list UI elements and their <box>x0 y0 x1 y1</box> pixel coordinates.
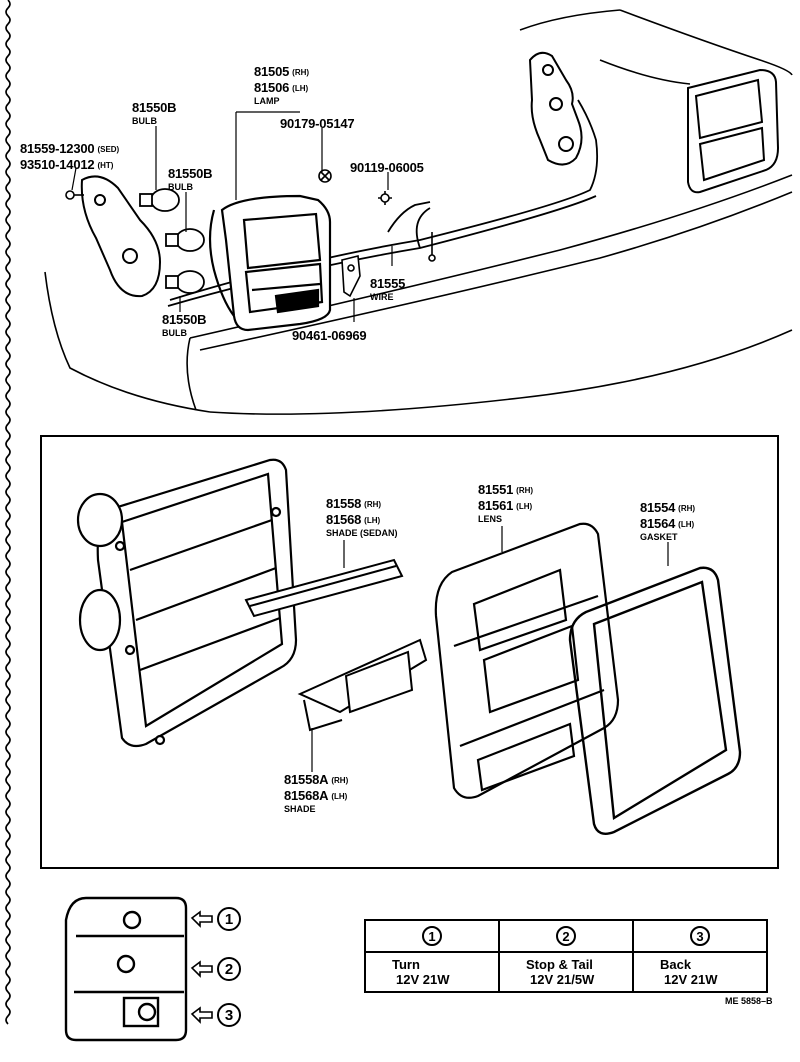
leader-lines-middle <box>311 526 669 772</box>
right-tail-lamp <box>687 68 780 194</box>
spec-wattage: 12V 21/5W <box>530 971 595 987</box>
spec-function: Back <box>660 957 692 972</box>
position-1: 1 <box>217 907 241 931</box>
label-clip-06969: 90461-06969 <box>292 328 367 343</box>
position-2: 2 <box>217 957 241 981</box>
lamp-position-key <box>64 896 188 1042</box>
bulbs <box>139 188 205 294</box>
spec-function: Stop & Tail <box>526 957 593 972</box>
spec-wattage: 12V 21W <box>664 971 718 987</box>
spec-num: 3 <box>690 926 710 946</box>
socket-assembly-left <box>80 175 162 298</box>
socket-assembly-right <box>528 51 583 166</box>
small-parts <box>318 169 436 298</box>
label-lamp: 81505(RH) 81506(LH) LAMP <box>254 64 310 106</box>
vehicle-rear-body <box>44 9 793 415</box>
label-shade-sedan: 81558(RH) 81568(LH) SHADE (SEDAN) <box>326 496 398 538</box>
screw-left <box>65 190 84 200</box>
label-nut-05147: 90179-05147 <box>280 116 355 131</box>
left-wavy-border <box>5 0 11 1025</box>
label-bulb-mid: 81550B BULB <box>168 166 213 192</box>
lens-part <box>434 522 620 799</box>
lamp-unit-81505 <box>208 194 332 332</box>
label-gasket: 81554(RH) 81564(LH) GASKET <box>640 500 696 542</box>
spec-num: 1 <box>422 926 442 946</box>
label-lens: 81551(RH) 81561(LH) LENS <box>478 482 534 524</box>
exploded-view-frame <box>40 435 779 869</box>
shade-part <box>297 638 428 732</box>
label-wire: 81555 WIRE <box>370 276 406 302</box>
gasket-part <box>568 566 742 835</box>
spec-wattage: 12V 21W <box>396 971 450 987</box>
spec-function: Turn <box>392 957 420 972</box>
drawing-code: ME 5858–B <box>725 996 773 1006</box>
spec-num: 2 <box>556 926 576 946</box>
label-shade: 81558A(RH) 81568A(LH) SHADE <box>284 772 349 814</box>
label-bulb-low: 81550B BULB <box>162 312 207 338</box>
shade-sedan-part <box>244 558 404 618</box>
label-screw-main: 81559-12300(SED) 93510-14012(HT) <box>20 141 120 172</box>
label-screw-06005: 90119-06005 <box>350 160 424 175</box>
position-arrows <box>190 910 213 1024</box>
label-bulb-top: 81550B BULB <box>132 100 177 126</box>
position-3: 3 <box>217 1003 241 1027</box>
leader-lines-top <box>71 111 393 322</box>
lamp-housing <box>76 458 298 748</box>
